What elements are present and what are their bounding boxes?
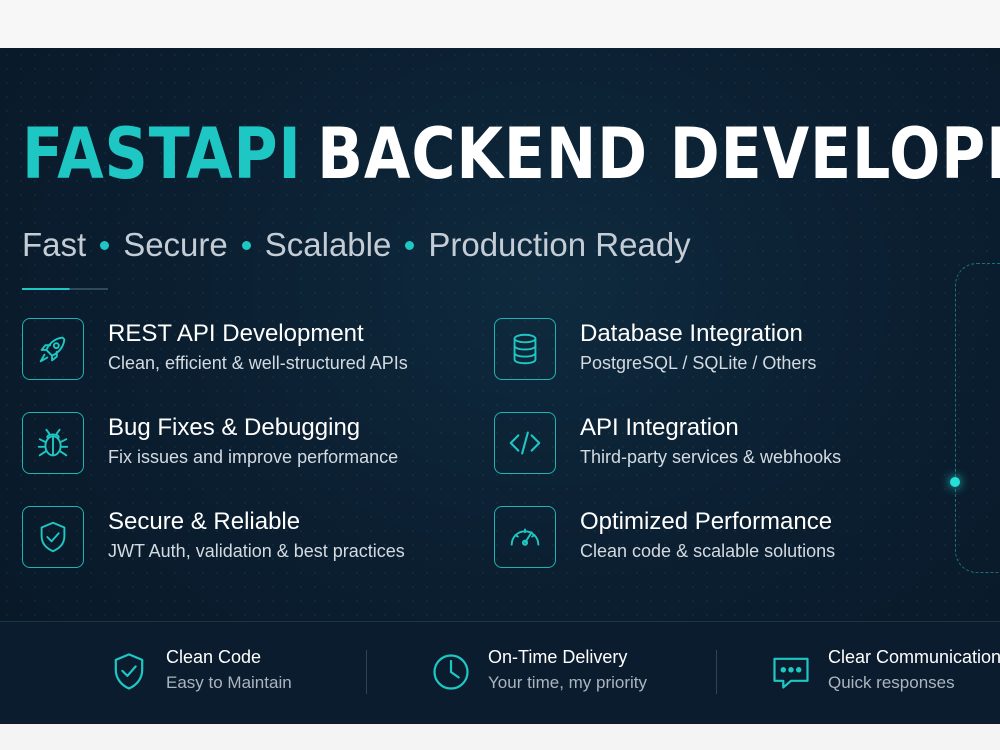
- divider: [716, 650, 717, 694]
- tagline-item: Scalable: [264, 226, 392, 263]
- feature-database-integration: Database Integration PostgreSQL / SQLite…: [494, 318, 954, 388]
- tagline: Fast Secure Scalable Production Ready: [22, 226, 691, 264]
- accent-divider: [22, 288, 108, 290]
- footer-item-title: Clear Communication: [828, 647, 1000, 667]
- footer-item-title: Clean Code: [166, 647, 262, 667]
- feature-secure-reliable: Secure & Reliable JWT Auth, validation &…: [22, 506, 482, 576]
- speedometer-icon: [494, 506, 556, 568]
- glow-dot: [950, 477, 960, 487]
- feature-description: JWT Auth, validation & best practices: [108, 541, 405, 561]
- bullet-dot: [100, 240, 110, 250]
- top-margin: [0, 0, 1000, 48]
- feature-optimized-performance: Optimized Performance Clean code & scala…: [494, 506, 954, 576]
- feature-description: Clean, efficient & well-structured APIs: [108, 353, 408, 373]
- headline-accent: FASTAPI: [22, 113, 302, 195]
- headline-rest: BACKEND DEVELOPER: [317, 113, 1000, 195]
- tagline-item: Production Ready: [428, 226, 691, 263]
- bottom-margin: [0, 724, 1000, 750]
- feature-api-integration: API Integration Third-party services & w…: [494, 412, 954, 482]
- bullet-dot: [405, 240, 415, 250]
- feature-title: Optimized Performance: [580, 508, 833, 535]
- rocket-icon: [22, 318, 84, 380]
- feature-title: Bug Fixes & Debugging: [108, 414, 361, 441]
- footer-item-description: Quick responses: [828, 673, 955, 692]
- chat-bubble-icon: [768, 649, 814, 695]
- shield-check-icon: [22, 506, 84, 568]
- feature-description: Clean code & scalable solutions: [580, 541, 836, 561]
- decorative-dashed-frame: [955, 263, 1000, 573]
- code-icon: [494, 412, 556, 474]
- bullet-dot: [241, 240, 251, 250]
- feature-description: PostgreSQL / SQLite / Others: [580, 353, 817, 373]
- database-icon: [494, 318, 556, 380]
- feature-rest-api: REST API Development Clean, efficient & …: [22, 318, 482, 388]
- feature-title: Database Integration: [580, 320, 803, 347]
- dot-pattern-background: [0, 48, 1000, 724]
- feature-description: Third-party services & webhooks: [580, 447, 842, 467]
- tagline-item: Fast: [22, 226, 87, 263]
- feature-title: API Integration: [580, 414, 739, 441]
- footer-item-description: Your time, my priority: [488, 673, 648, 692]
- tagline-item: Secure: [123, 226, 228, 263]
- divider: [366, 650, 367, 694]
- bug-icon: [22, 412, 84, 474]
- shield-check-icon: [106, 649, 152, 695]
- feature-title: Secure & Reliable: [108, 508, 301, 535]
- footer-item-description: Easy to Maintain: [166, 673, 292, 692]
- feature-title: REST API Development: [108, 320, 364, 347]
- feature-bug-fixes: Bug Fixes & Debugging Fix issues and imp…: [22, 412, 482, 482]
- feature-description: Fix issues and improve performance: [108, 447, 399, 467]
- clock-icon: [428, 649, 474, 695]
- footer-bar: Clean Code Easy to Maintain On-Time Deli…: [0, 621, 1000, 724]
- footer-item-title: On-Time Delivery: [488, 647, 628, 667]
